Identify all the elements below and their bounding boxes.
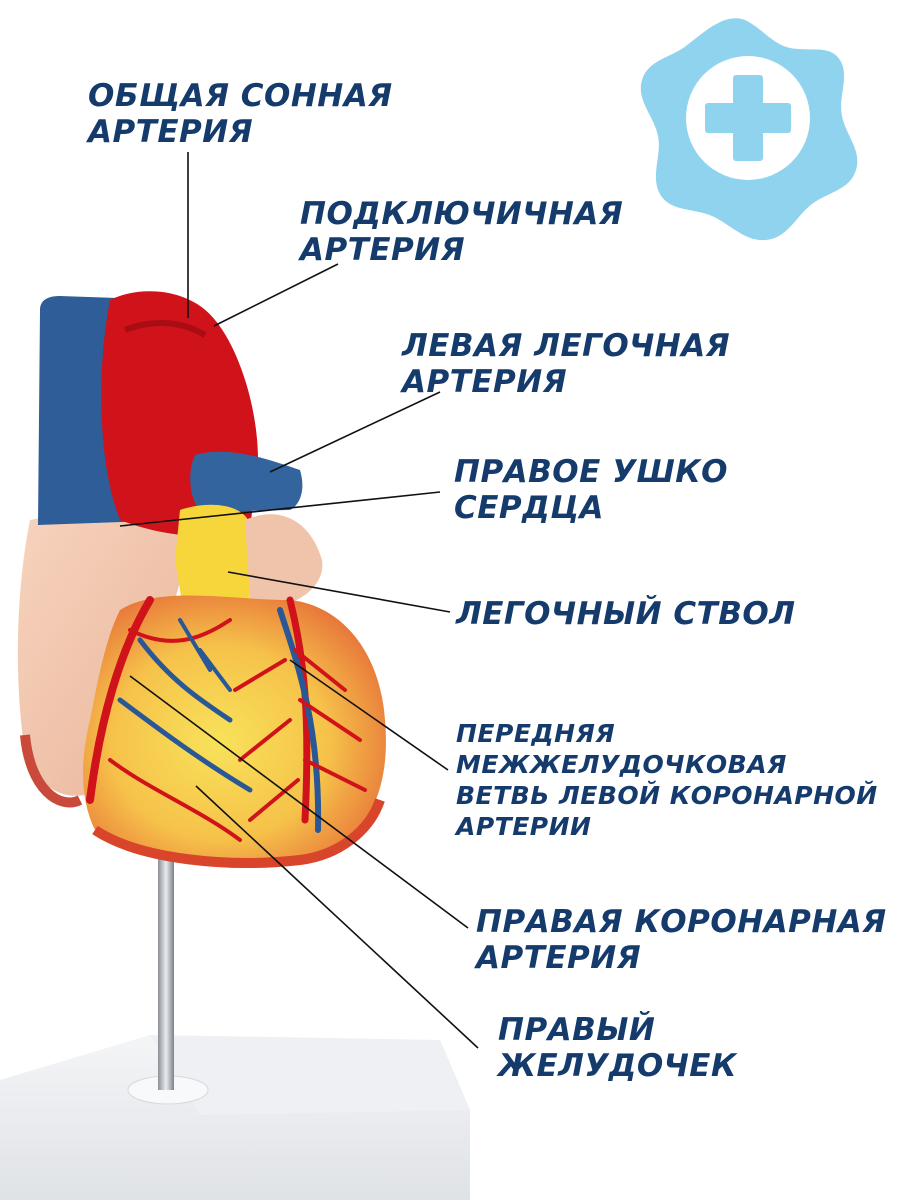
coronary-vessels [86, 596, 367, 842]
label-left-pulmonary-artery: ЛЕВАЯ ЛЕГОЧНАЯ АРТЕРИЯ [402, 328, 731, 400]
stand-base [0, 1035, 470, 1200]
leader-line-right-ventricle [195, 785, 479, 1049]
left-pulmonary-artery [190, 451, 303, 512]
label-right-coronary-artery: ПРАВАЯ КОРОНАРНАЯ АРТЕРИЯ [476, 904, 887, 976]
leader-line-pulmonary-trunk [227, 571, 451, 613]
label-right-ventricle: ПРАВЫЙ ЖЕЛУДОЧЕК [498, 1012, 737, 1084]
leader-line-right-auricle [119, 491, 441, 527]
left-auricle [245, 514, 323, 610]
medical-plus-icon [640, 18, 858, 241]
leader-line-left-pulmonary [269, 391, 441, 473]
leader-lines [119, 152, 479, 1049]
leader-line-lad [289, 659, 449, 771]
leader-line-rca [129, 675, 469, 929]
label-anterior-interventricular-branch: ПЕРЕДНЯЯ МЕЖЖЕЛУДОЧКОВАЯ ВЕТВЬ ЛЕВОЙ КОР… [456, 719, 878, 841]
stand-rod [158, 850, 174, 1090]
label-pulmonary-trunk: ЛЕГОЧНЫЙ СТВОЛ [456, 596, 796, 632]
label-right-auricle: ПРАВОЕ УШКО СЕРДЦА [454, 454, 728, 526]
label-common-carotid-artery: ОБЩАЯ СОННАЯ АРТЕРИЯ [88, 78, 393, 150]
pulmonary-trunk [175, 504, 250, 626]
leader-line-subclavian [213, 263, 339, 327]
label-subclavian-artery: ПОДКЛЮЧИЧНАЯ АРТЕРИЯ [300, 196, 624, 268]
